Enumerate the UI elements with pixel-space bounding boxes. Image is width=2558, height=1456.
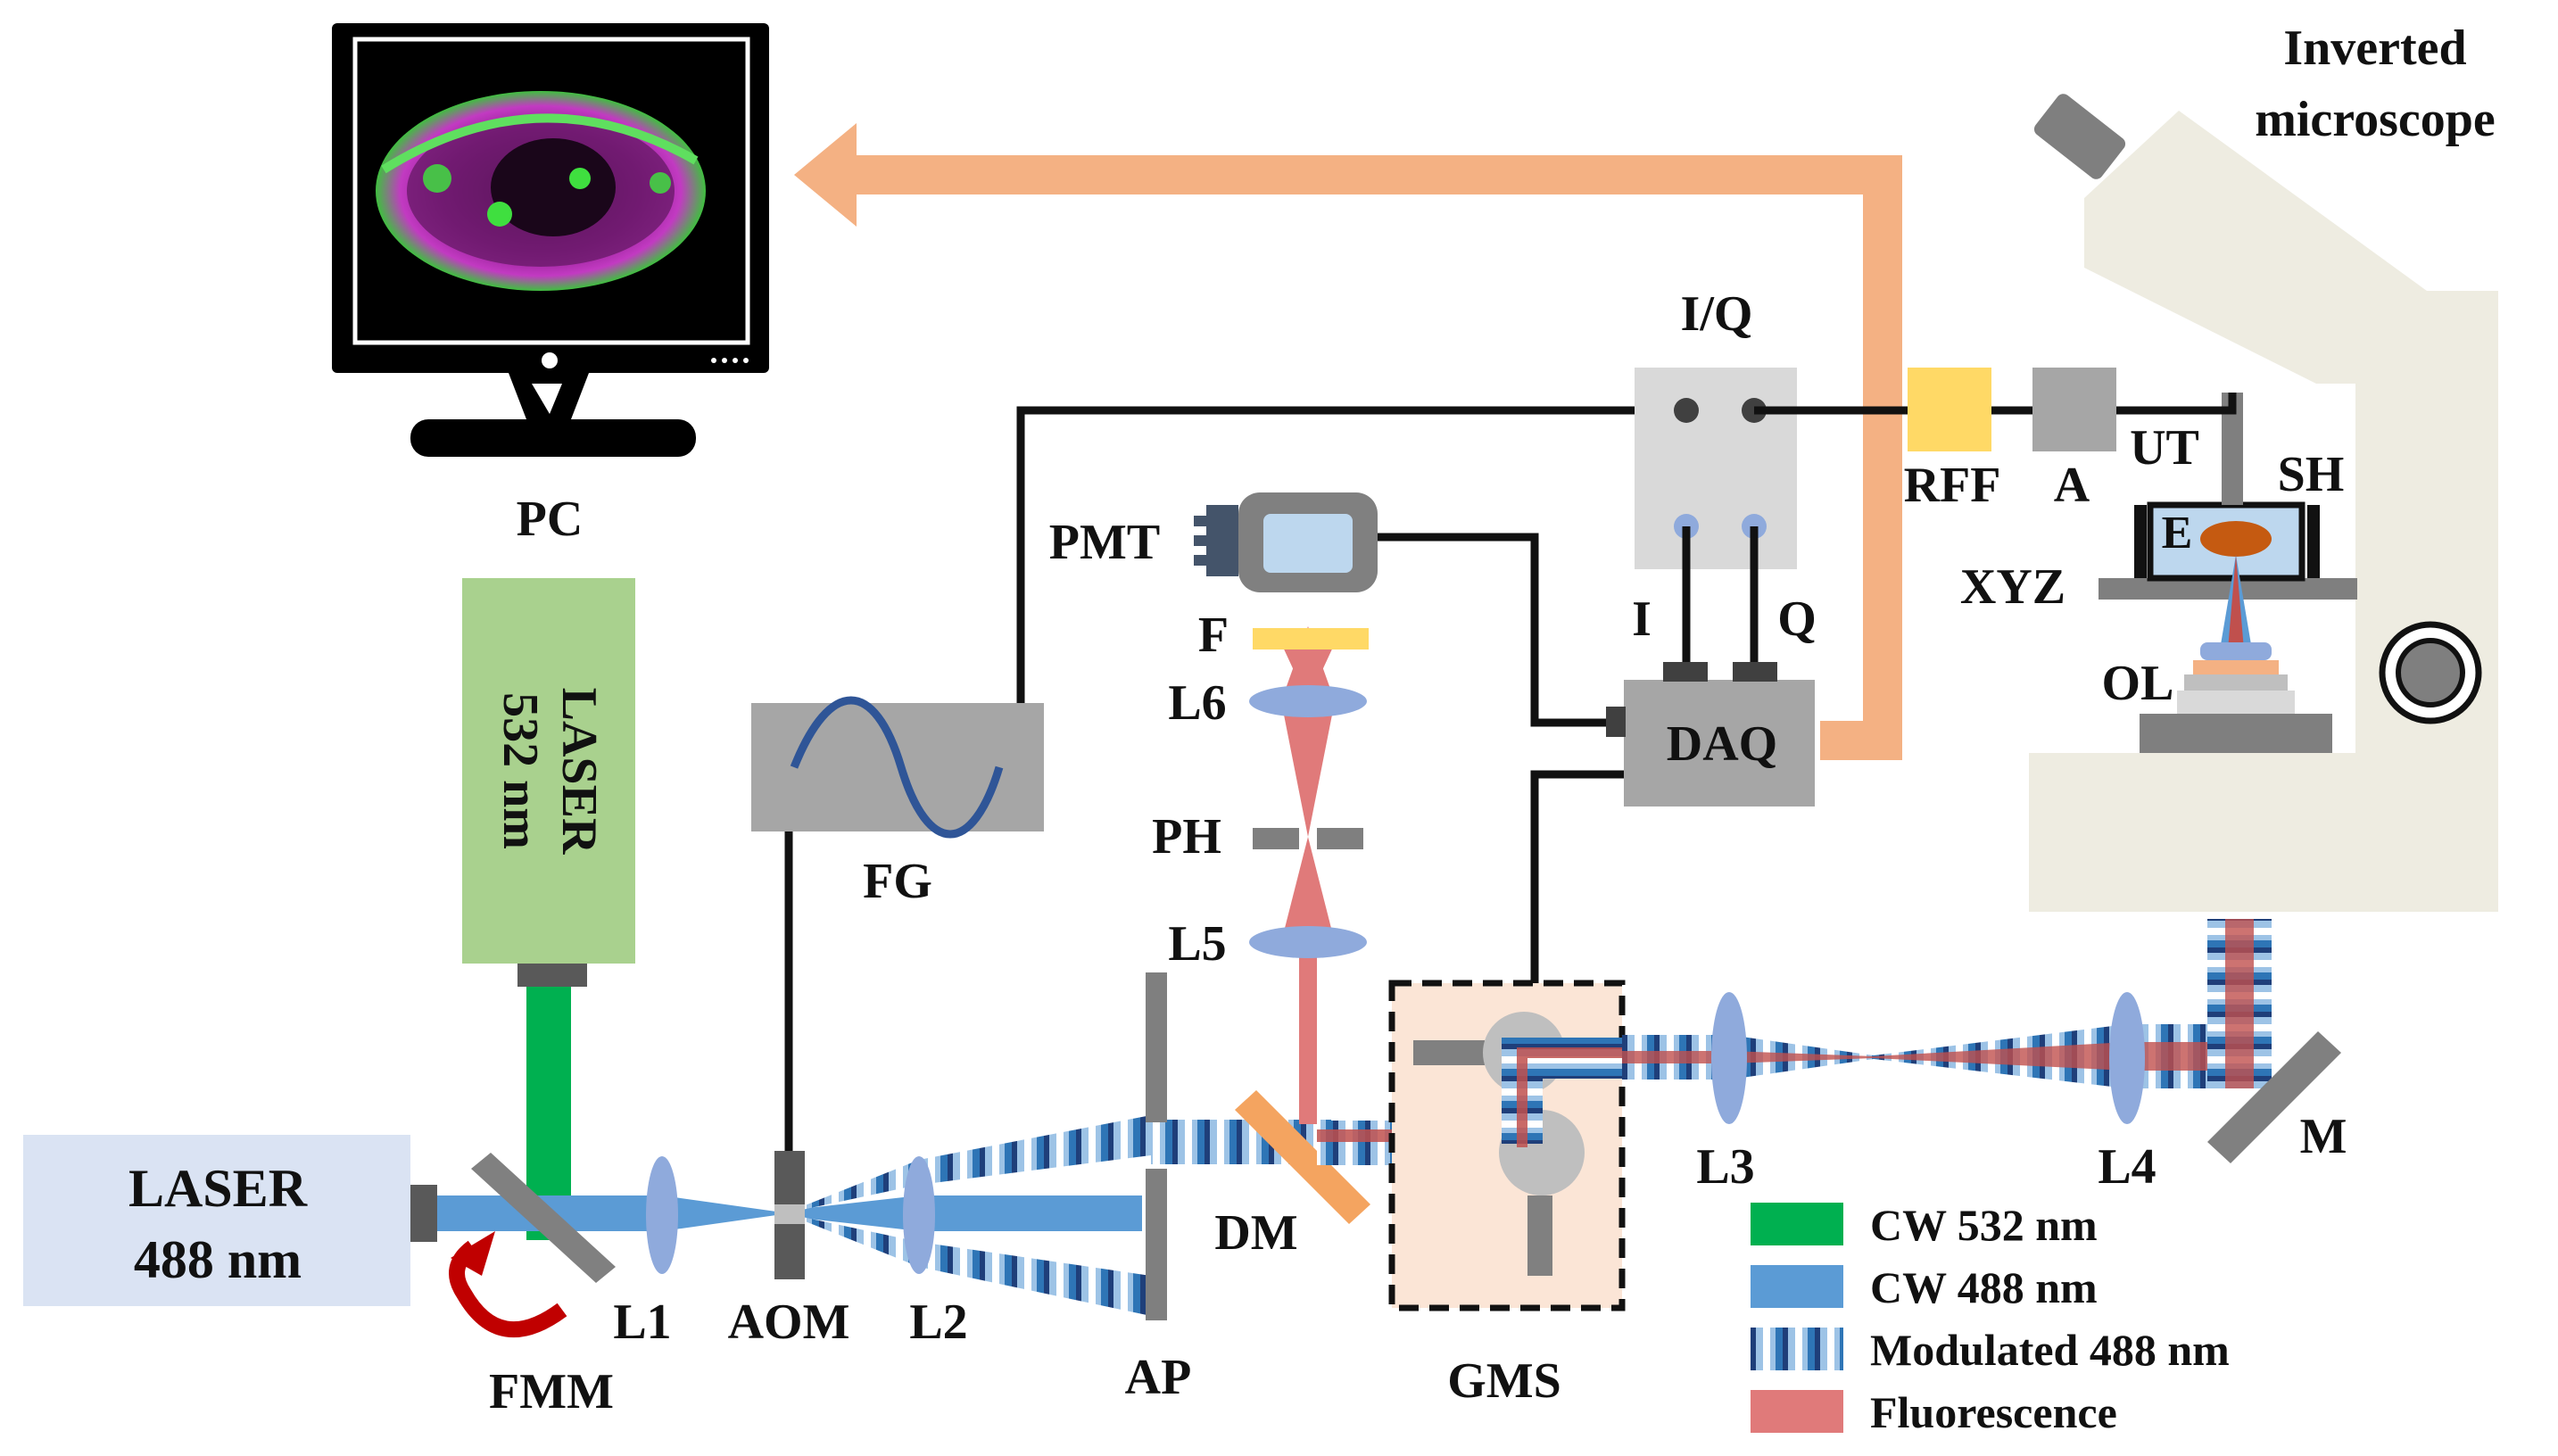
mirror xyxy=(2207,1031,2341,1163)
i-label: I xyxy=(1632,592,1652,647)
fg-label: FG xyxy=(863,854,932,909)
lens-l6 xyxy=(1249,685,1367,717)
aom xyxy=(774,1151,805,1279)
l3-label: L3 xyxy=(1696,1139,1754,1195)
dichroic-mirror xyxy=(1235,1090,1370,1224)
legend-swatch-fluorescence xyxy=(1751,1390,1843,1433)
cable-fg-iq xyxy=(1016,406,1686,703)
legend-swatch-modulated xyxy=(1751,1328,1843,1370)
embryo-image xyxy=(376,91,706,291)
lens-l1 xyxy=(646,1156,678,1274)
cable-pmt-daq xyxy=(1378,533,1615,727)
ol-label: OL xyxy=(2102,656,2174,711)
m-label: M xyxy=(2300,1109,2347,1164)
iq-demodulator xyxy=(1635,368,1797,569)
l1-label: L1 xyxy=(613,1295,671,1350)
aperture xyxy=(1146,972,1167,1320)
dm-label: DM xyxy=(1214,1205,1297,1261)
laser-488: LASER 488 nm xyxy=(23,1135,437,1306)
pmt xyxy=(1194,492,1378,592)
rf-filter xyxy=(1908,368,1991,451)
pinhole xyxy=(1253,828,1363,849)
sample-embryo xyxy=(2200,521,2272,557)
sample-stage xyxy=(2099,393,2357,600)
lens-l2 xyxy=(903,1156,935,1274)
ph-label: PH xyxy=(1152,809,1221,864)
function-generator xyxy=(751,696,1044,839)
galvo-scanner xyxy=(1388,980,1695,1311)
e-label: E xyxy=(2162,508,2193,558)
filter xyxy=(1253,628,1369,649)
lens-l4 xyxy=(2109,992,2145,1124)
l2-label: L2 xyxy=(909,1295,967,1350)
cable-iq-rff-amp-ut xyxy=(1754,393,2237,415)
beam-488-modulated xyxy=(785,1115,1331,1316)
daq xyxy=(1606,662,1815,807)
l6-label: L6 xyxy=(1168,675,1226,731)
aom-label: AOM xyxy=(728,1295,850,1350)
microscope-label-line2: microscope xyxy=(2255,92,2496,147)
microscope-label-line1: Inverted xyxy=(2283,21,2466,76)
laser488-label-line1: LASER xyxy=(128,1159,308,1218)
laser532-label-line1: LASER xyxy=(551,688,607,855)
iq-label: I/Q xyxy=(1681,286,1753,342)
beam-488-cw xyxy=(437,1195,1142,1231)
l4-label: L4 xyxy=(2098,1139,2156,1195)
inverted-microscope xyxy=(2029,94,2498,912)
flip-mirror xyxy=(449,1153,616,1338)
f-label: F xyxy=(1198,608,1229,663)
legend: CW 532 nm CW 488 nm Modulated 488 nm Flu… xyxy=(1751,1200,2230,1437)
lens-l5 xyxy=(1249,926,1367,958)
laser532-label-line2: 532 nm xyxy=(493,692,548,849)
pc-label: PC xyxy=(517,492,584,547)
daq-label: DAQ xyxy=(1667,716,1777,772)
laser-532: LASER 532 nm xyxy=(462,578,635,987)
objective-lens xyxy=(2140,555,2332,753)
rff-label: RFF xyxy=(1904,458,2001,513)
pmt-label: PMT xyxy=(1049,515,1160,570)
xyz-label: XYZ xyxy=(1960,559,2065,615)
q-label: Q xyxy=(1777,592,1817,647)
amplifier xyxy=(2032,368,2116,451)
sh-label: SH xyxy=(2278,447,2345,502)
data-flow-arrow xyxy=(794,123,1902,760)
legend-label-modulated: Modulated 488 nm xyxy=(1870,1325,2230,1375)
sine-wave-icon xyxy=(790,696,1004,839)
beam-to-microscope xyxy=(2207,919,2272,1088)
legend-label-cw488: CW 488 nm xyxy=(1870,1262,2098,1312)
legend-label-cw532: CW 532 nm xyxy=(1870,1200,2098,1250)
a-label: A xyxy=(2054,458,2090,513)
l5-label: L5 xyxy=(1168,916,1226,972)
cable-gms-daq xyxy=(1530,770,1624,983)
legend-label-fluorescence: Fluorescence xyxy=(1870,1387,2117,1437)
ut-label: UT xyxy=(2130,420,2199,476)
legend-swatch-cw488 xyxy=(1751,1265,1843,1308)
legend-swatch-cw532 xyxy=(1751,1203,1843,1245)
laser488-label-line2: 488 nm xyxy=(134,1230,302,1289)
lens-l3 xyxy=(1711,992,1747,1124)
ap-label: AP xyxy=(1125,1350,1192,1405)
gms-label: GMS xyxy=(1447,1353,1561,1409)
fmm-label: FMM xyxy=(489,1364,614,1419)
monitor-icon xyxy=(332,23,769,457)
